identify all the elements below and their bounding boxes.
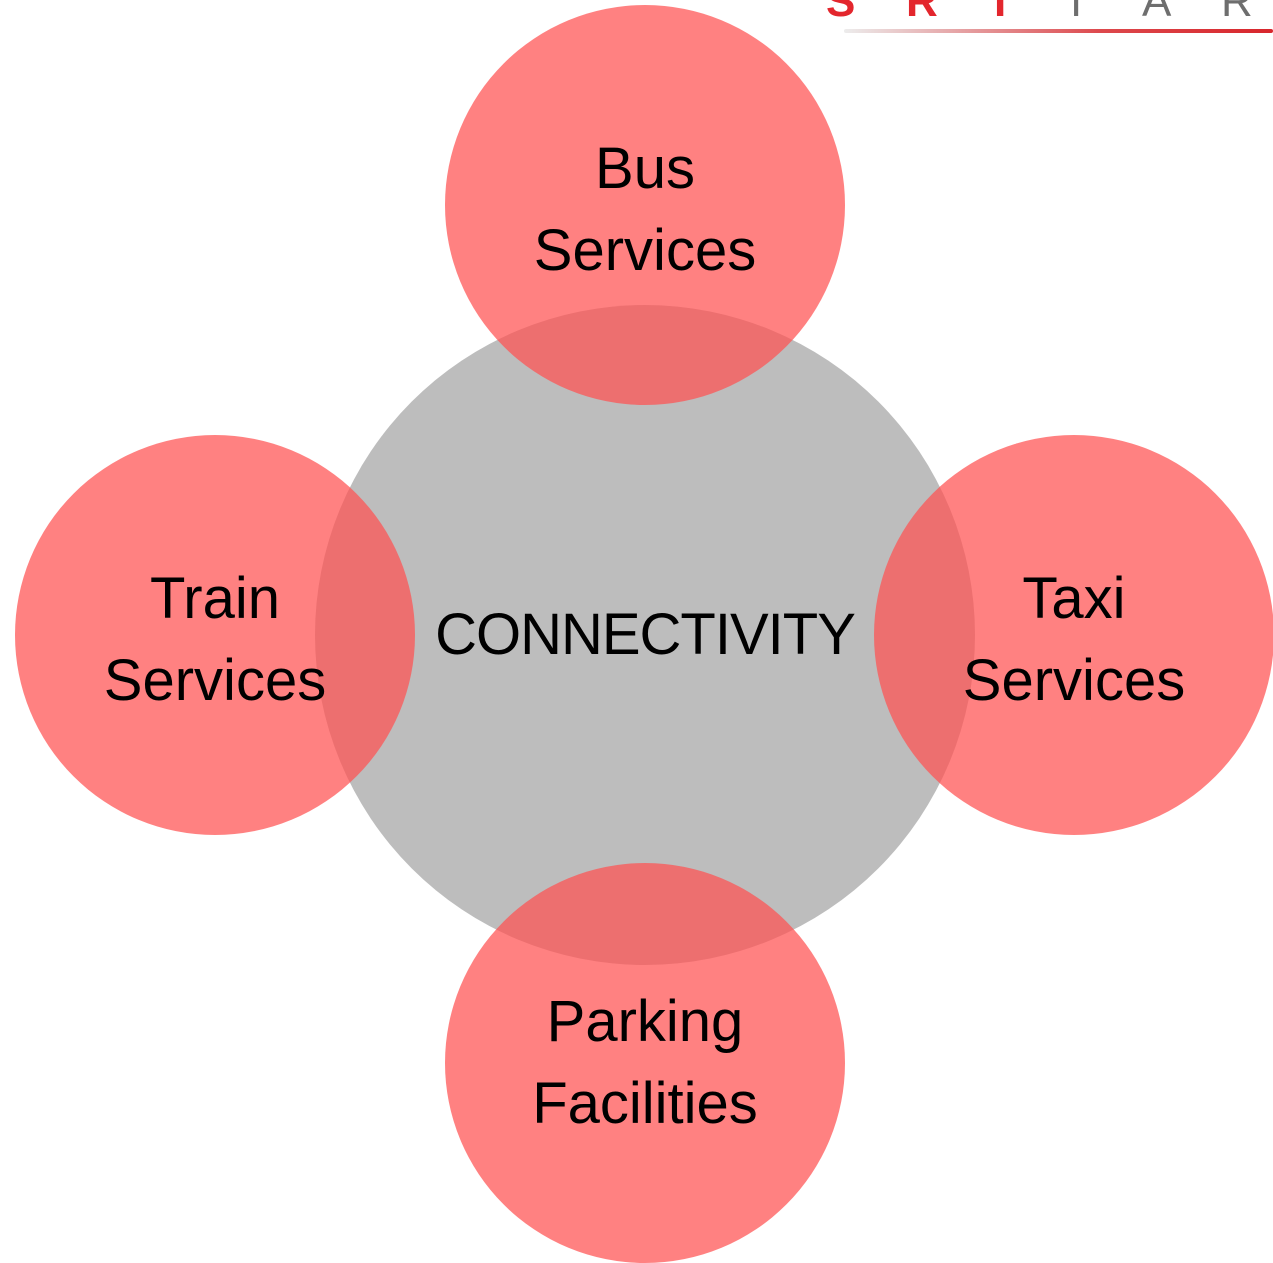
satellite-train-services: Train Services: [15, 435, 415, 835]
logo-letter-4: I: [1070, 0, 1083, 26]
satellite-parking-facilities: Parking Facilities: [445, 863, 845, 1263]
satellite-bus-services: Bus Services: [445, 5, 845, 405]
logo-letter-1: S: [826, 0, 856, 26]
logo-letter-3: I: [994, 0, 1007, 26]
satellite-label: Train Services: [103, 566, 327, 713]
satellite-label: Parking Facilities: [532, 989, 758, 1136]
center-label: CONNECTIVITY: [435, 602, 856, 667]
logo-letter-6: R: [1221, 0, 1253, 26]
satellite-label: Taxi Services: [962, 566, 1186, 713]
satellite-label: Bus Services: [533, 136, 757, 283]
logo-letter-2: R: [906, 0, 938, 26]
sriiar-logo: S R I I A R: [826, 0, 1273, 40]
logo-letter-5: A: [1142, 0, 1172, 26]
center-circle: CONNECTIVITY: [315, 305, 975, 965]
logo-wordmark: S R I I A R: [826, 0, 1273, 26]
logo-underline: [844, 29, 1273, 33]
satellite-taxi-services: Taxi Services: [874, 435, 1273, 835]
